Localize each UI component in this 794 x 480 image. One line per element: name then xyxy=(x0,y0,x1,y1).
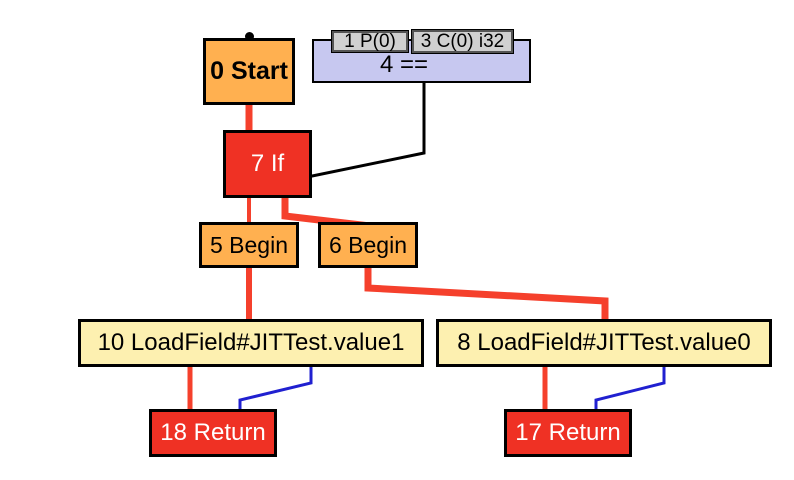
node-return-18-label: 18 Return xyxy=(160,419,266,446)
node-return-17-label: 17 Return xyxy=(515,419,621,446)
node-begin-5-label: 5 Begin xyxy=(209,231,288,258)
start-anchor-dot xyxy=(245,32,254,41)
node-start-label: 0 Start xyxy=(210,57,288,85)
node-if[interactable]: 7 If xyxy=(223,130,312,198)
node-if-label: 7 If xyxy=(250,150,285,177)
node-begin-5[interactable]: 5 Begin xyxy=(199,222,299,268)
node-begin-6[interactable]: 6 Begin xyxy=(318,222,418,268)
port-input-c0[interactable]: 3 C(0) i32 xyxy=(411,29,514,54)
edge-begin6-to-load8 xyxy=(364,266,609,322)
node-compare-label: 4 == xyxy=(380,51,429,78)
node-loadfield-8[interactable]: 8 LoadField#JITTest.value0 xyxy=(436,319,772,367)
node-start[interactable]: 0 Start xyxy=(203,38,295,105)
edge-load10-to-return18-data xyxy=(238,366,313,412)
port-input-p0-label: 1 P(0) xyxy=(344,31,396,52)
port-input-c0-label: 3 C(0) i32 xyxy=(420,31,505,52)
node-loadfield-10-label: 10 LoadField#JITTest.value1 xyxy=(97,329,405,356)
node-loadfield-8-label: 8 LoadField#JITTest.value0 xyxy=(457,329,751,356)
node-loadfield-10[interactable]: 10 LoadField#JITTest.value1 xyxy=(78,319,424,367)
node-return-18[interactable]: 18 Return xyxy=(149,409,277,457)
port-input-p0[interactable]: 1 P(0) xyxy=(331,30,409,53)
edge-load8-to-return17-data xyxy=(594,366,666,412)
node-return-17[interactable]: 17 Return xyxy=(504,409,632,457)
node-begin-6-label: 6 Begin xyxy=(328,231,407,258)
